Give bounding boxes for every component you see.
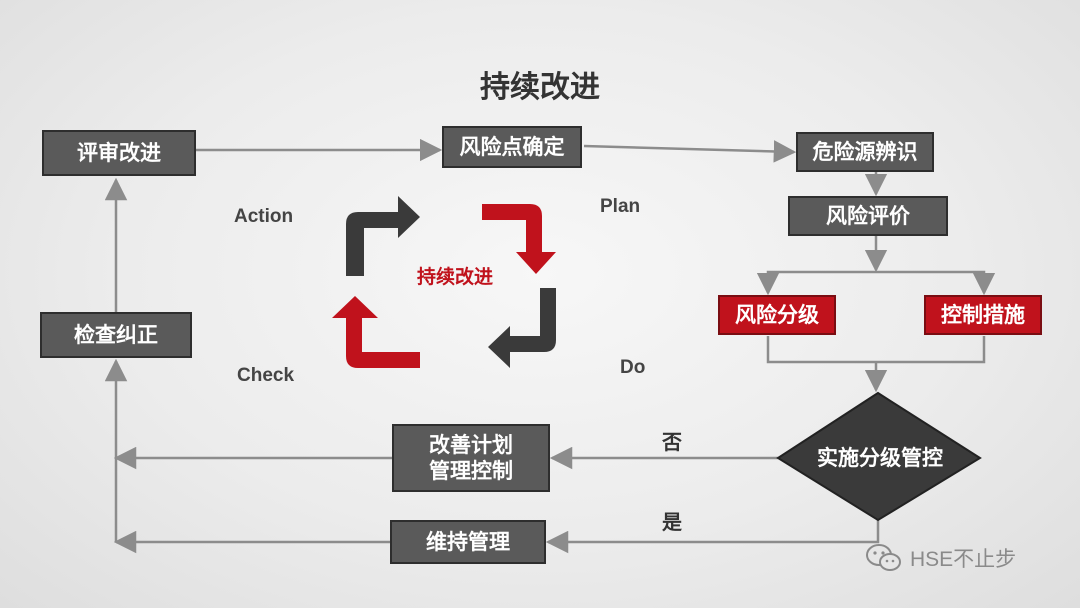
split-line	[756, 270, 996, 296]
pdca-action-label: Action	[234, 206, 294, 227]
box-control-measures-label: 控制措施	[941, 302, 1025, 327]
box-review-improve: 评审改进	[42, 130, 196, 176]
wechat-icon	[866, 544, 901, 571]
box-improve-plan-line1: 改善计划	[429, 432, 513, 457]
page-title: 持续改进	[480, 70, 600, 105]
merge-line	[766, 336, 986, 364]
do-arrow	[488, 288, 556, 368]
pdca-cycle	[332, 196, 556, 368]
decision-label: 实施分级管控	[817, 446, 943, 470]
pdca-do-label: Do	[620, 357, 646, 378]
branch-yes-label: 是	[662, 510, 682, 534]
box-risk-point-label: 风险点确定	[459, 134, 565, 159]
pdca-check-label: Check	[237, 365, 295, 386]
box-risk-evaluate: 风险评价	[788, 196, 948, 236]
box-risk-grading-label: 风险分级	[735, 302, 819, 327]
arrow-decision-yes	[545, 520, 880, 554]
decision-diamond	[776, 391, 982, 522]
box-control-measures: 控制措施	[924, 295, 1042, 335]
box-inspect-correct-label: 检查纠正	[74, 322, 158, 347]
box-risk-point: 风险点确定	[442, 126, 582, 168]
box-maintain-manage-label: 维持管理	[426, 529, 510, 554]
box-risk-grading: 风险分级	[718, 295, 836, 335]
arrow-riskpoint-to-hazard	[583, 140, 797, 163]
watermark: HSE不止步	[864, 542, 1016, 574]
branch-no-label: 否	[662, 430, 682, 454]
box-risk-evaluate-label: 风险评价	[826, 203, 910, 228]
action-arrow	[346, 196, 420, 276]
box-improve-plan: 改善计划 管理控制	[392, 424, 550, 492]
plan-arrow	[482, 204, 556, 274]
box-review-improve-label: 评审改进	[77, 140, 161, 165]
box-hazard-identify: 危险源辨识	[796, 132, 934, 172]
pdca-plan-label: Plan	[600, 196, 641, 217]
watermark-text: HSE不止步	[910, 548, 1017, 571]
cycle-center-label: 持续改进	[416, 266, 493, 288]
check-arrow	[332, 296, 420, 368]
box-improve-plan-line2: 管理控制	[429, 459, 513, 483]
box-inspect-correct: 检查纠正	[40, 312, 192, 358]
box-maintain-manage: 维持管理	[390, 520, 546, 564]
box-hazard-identify-label: 危险源辨识	[812, 139, 918, 164]
